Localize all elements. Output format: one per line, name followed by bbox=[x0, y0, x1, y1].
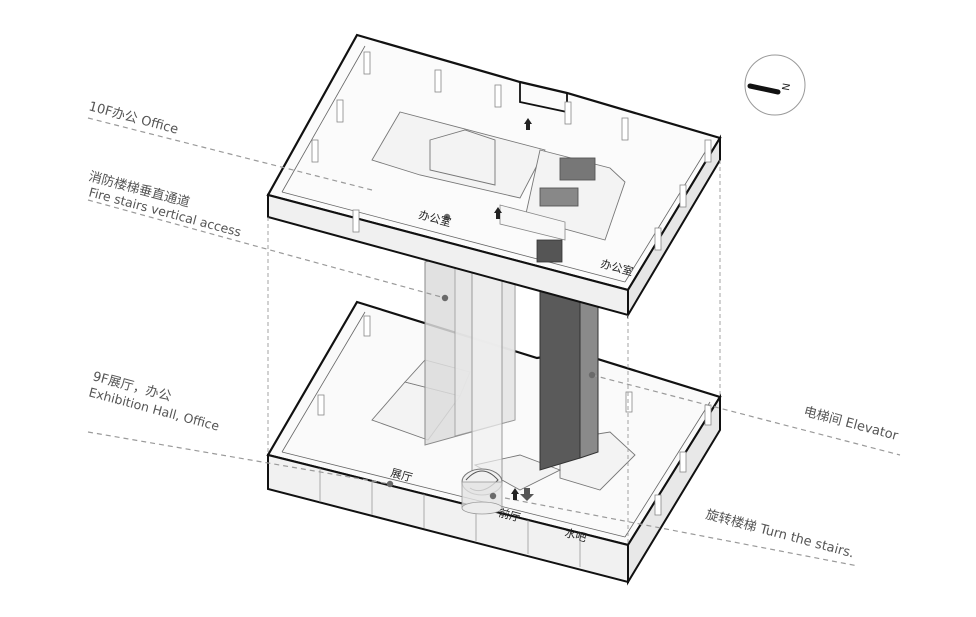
label-spiral-stairs: 旋转楼梯 Turn the stairs. bbox=[704, 507, 856, 561]
entry-arrows bbox=[494, 118, 534, 501]
arrow-up-icon bbox=[511, 488, 519, 500]
marker-dots bbox=[386, 213, 596, 500]
floor-10f-slab bbox=[266, 33, 722, 319]
room-lobby: 前厅 bbox=[497, 505, 522, 524]
floor-10f-rooms bbox=[371, 111, 626, 241]
label-floor-10f: 10F办公 Office bbox=[87, 99, 180, 137]
label-elevator: 电梯间 Elevator bbox=[802, 404, 900, 444]
room-exhibition: 展厅 bbox=[389, 466, 414, 484]
compass-letter: N bbox=[779, 82, 791, 91]
projection-lines bbox=[267, 160, 721, 545]
arrow-up-icon bbox=[494, 207, 502, 219]
north-arrow-icon: N bbox=[744, 54, 806, 116]
room-water-bar: 水吧 bbox=[563, 526, 588, 544]
leader-lines bbox=[87, 117, 901, 567]
arrow-down-icon bbox=[520, 488, 534, 501]
floor-9f-right-face bbox=[627, 393, 721, 586]
spiral-stairs bbox=[461, 468, 503, 515]
arrow-up-icon bbox=[524, 118, 532, 130]
